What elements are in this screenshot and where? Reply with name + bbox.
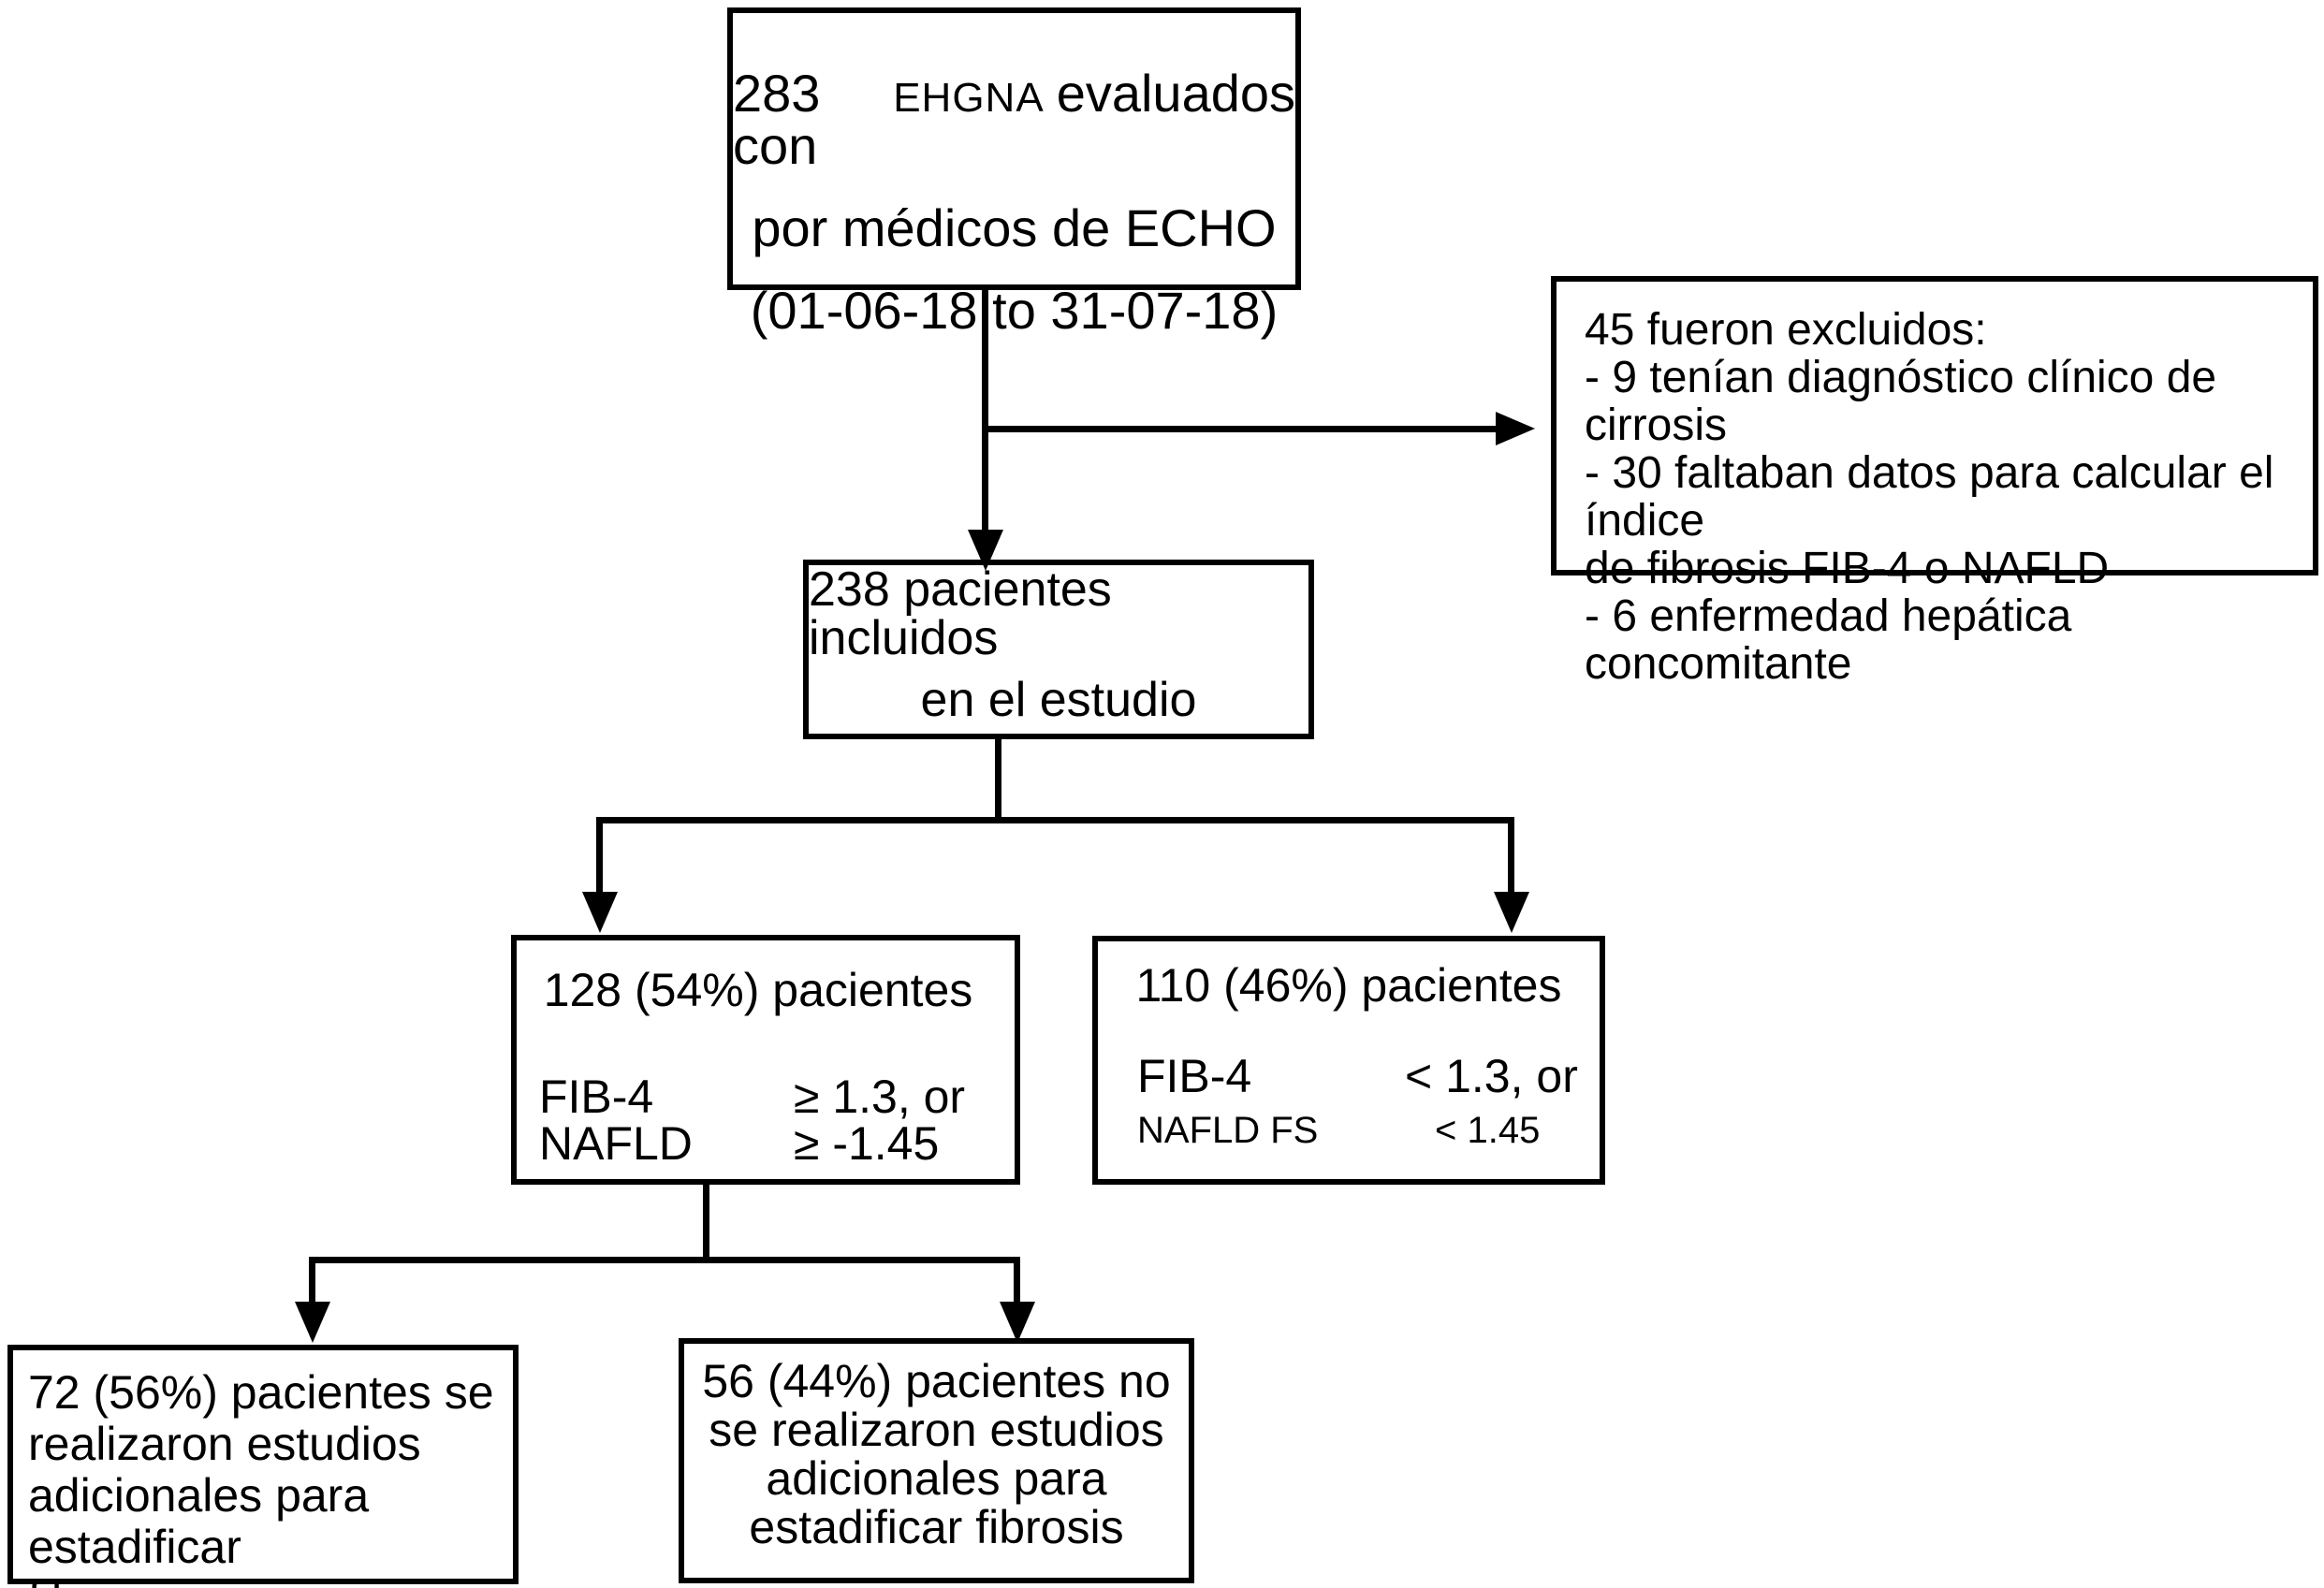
excluded-reason-missing-data-cont: de fibrosis FIB-4 o NAFLD xyxy=(1585,544,2110,593)
excluded-reason-concomitant: - 6 enfermedad hepática concomitante xyxy=(1585,591,2072,689)
connector-to-excluded xyxy=(985,426,1498,432)
box-low-risk: 110 (46%) pacientes FIB-4 < 1.3, or NAFL… xyxy=(1092,936,1605,1185)
not-staged-line2: se realizaron estudios xyxy=(709,1404,1164,1456)
box-staged: 72 (56%) pacientes se realizaron estudio… xyxy=(7,1345,519,1588)
included-line2: en el estudio xyxy=(920,673,1197,727)
criteria-label: FIB-4 xyxy=(539,1071,654,1123)
criteria-label: FIB-4 xyxy=(1137,1050,1252,1102)
split-stub-staged xyxy=(309,1257,315,1305)
assessed-count: 283 con xyxy=(733,64,821,175)
box-included: 238 pacientes incluidos en el estudio xyxy=(803,560,1314,739)
criteria-value: < 1.45 xyxy=(1435,1110,1541,1151)
criteria-row-nafld-fs: NAFLD FS < 1.45 xyxy=(1137,1112,1585,1149)
included-line1: 238 pacientes incluidos xyxy=(809,562,1112,665)
assessed-line1-suffix: evaluados xyxy=(1056,64,1295,123)
not-staged-line1: 56 (44%) pacientes no xyxy=(702,1355,1171,1407)
criteria-label: NAFLD xyxy=(539,1117,693,1170)
criteria-value: ≥ -1.45 xyxy=(794,1117,940,1170)
arrowhead-down-included-icon xyxy=(968,530,1003,571)
split-stub-not-staged xyxy=(1014,1257,1020,1305)
low-risk-criteria: FIB-4 < 1.3, or NAFLD FS < 1.45 xyxy=(1113,1053,1585,1149)
assessed-date-range: (01-06-18 to 31-07-18) xyxy=(750,281,1279,340)
arrowhead-down-staged-icon xyxy=(295,1302,330,1343)
box-assessed: 283 con EHGNA evaluados por médicos de E… xyxy=(727,7,1301,337)
arrowhead-down-not-staged-icon xyxy=(1000,1302,1035,1343)
criteria-value: < 1.3, or xyxy=(1405,1050,1578,1102)
box-excluded: 45 fueron excluidos: - 9 tenían diagnóst… xyxy=(1551,276,2318,688)
staged-line4: fibrosis xyxy=(28,1573,507,1588)
staged-line3: adicionales para estadificar xyxy=(28,1469,370,1573)
low-risk-title: 110 (46%) pacientes xyxy=(1135,959,1562,1012)
split-stub-high-risk xyxy=(596,817,603,894)
connector-high-risk-to-split xyxy=(703,1185,709,1263)
not-staged-line3: adicionales para xyxy=(766,1452,1107,1505)
excluded-reason-cirrhosis: - 9 tenían diagnóstico clínico de cirros… xyxy=(1585,353,2217,450)
criteria-row-fib4: FIB-4 ≥ 1.3, or xyxy=(539,1073,996,1120)
criteria-row-fib4: FIB-4 < 1.3, or xyxy=(1137,1053,1585,1100)
excluded-reason-missing-data: - 30 faltaban datos para calcular el índ… xyxy=(1585,448,2274,546)
arrowhead-right-excluded-icon xyxy=(1496,412,1535,445)
high-risk-title: 128 (54%) pacientes xyxy=(543,964,973,1016)
split-stub-low-risk xyxy=(1508,817,1514,894)
criteria-label: NAFLD FS xyxy=(1137,1110,1319,1151)
arrowhead-down-low-risk-icon xyxy=(1494,892,1529,933)
assessed-line2: por médicos de ECHO xyxy=(752,198,1277,257)
staged-line2: realizaron estudios xyxy=(28,1418,421,1470)
connector-assessed-to-included xyxy=(982,288,988,533)
excluded-title: 45 fueron excluidos: xyxy=(1585,305,1987,355)
split-bar-staging xyxy=(309,1257,1020,1263)
staged-line1: 72 (56%) pacientes se xyxy=(28,1366,494,1419)
box-not-staged: 56 (44%) pacientes no se realizaron estu… xyxy=(679,1338,1194,1583)
ehgna-acronym: EHGNA xyxy=(893,75,1045,121)
box-high-risk: 128 (54%) pacientes FIB-4 ≥ 1.3, or NAFL… xyxy=(511,935,1020,1185)
connector-included-to-split xyxy=(995,737,1001,823)
criteria-value: ≥ 1.3, or xyxy=(794,1071,966,1123)
high-risk-criteria: FIB-4 ≥ 1.3, or NAFLD ≥ -1.45 xyxy=(539,1073,996,1167)
arrowhead-down-high-risk-icon xyxy=(582,892,618,933)
assessed-line1: 283 con EHGNA evaluados xyxy=(733,67,1295,172)
criteria-row-nafld: NAFLD ≥ -1.45 xyxy=(539,1120,996,1167)
split-bar-risk-groups xyxy=(596,817,1514,823)
not-staged-line4: estadificar fibrosis xyxy=(749,1501,1124,1553)
